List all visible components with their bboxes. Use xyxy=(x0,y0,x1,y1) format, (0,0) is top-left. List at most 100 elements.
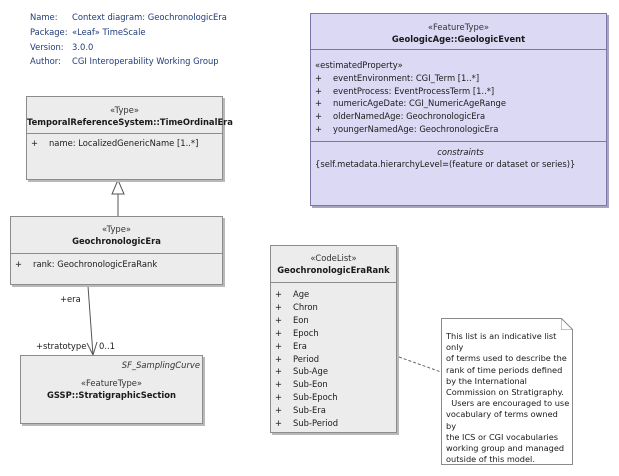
note-line: working group and managed xyxy=(446,443,565,454)
role-label-era: +era xyxy=(60,294,81,304)
class-name: GeologicAge::GeologicEvent xyxy=(391,34,526,44)
visibility-marker: + xyxy=(275,301,283,312)
literal-text: Sub-Age xyxy=(293,366,328,377)
note-line: of terms used to describe the xyxy=(446,353,567,364)
attribute-row[interactable]: + numericAgeDate: CGI_NumericAgeRange xyxy=(315,97,606,110)
visibility-marker: + xyxy=(15,259,23,269)
meta-value: «Leaf» TimeScale xyxy=(72,26,146,37)
note-line: the ICS or CGI vocabularies xyxy=(446,431,559,442)
class-time-ordinal-era[interactable]: «Type» TemporalReferenceSystem::TimeOrdi… xyxy=(26,96,233,180)
visibility-marker: + xyxy=(275,405,283,416)
multiplicity-label: 0..1 xyxy=(99,341,115,351)
meta-value: 3.0.0 xyxy=(72,41,94,52)
parent-class-label: SF_SamplingCurve xyxy=(121,360,200,370)
visibility-marker: + xyxy=(275,353,283,364)
literal-text: Chron xyxy=(293,301,318,312)
literal-text: Era xyxy=(293,340,307,351)
attribute-row[interactable]: + eventProcess: EventProcessTerm [1..*] xyxy=(315,85,606,98)
class-header: «CodeList» GeochronologicEraRank xyxy=(271,246,396,283)
visibility-marker: + xyxy=(275,392,283,403)
visibility-marker: + xyxy=(315,111,323,122)
attribute-text: name: LocalizedGenericName [1..*] xyxy=(49,138,199,148)
attribute-text: rank: GeochronologicEraRank xyxy=(33,259,158,269)
attribute-text: olderNamedAge: GeochronologicEra xyxy=(333,111,486,122)
literal-row[interactable]: + Chron xyxy=(275,301,396,314)
class-stereotype: «Type» xyxy=(101,224,132,234)
literal-row[interactable]: + Sub-Eon xyxy=(275,378,396,391)
visibility-marker: + xyxy=(275,340,283,351)
role-label-stratotype: +stratotype xyxy=(36,341,87,351)
meta-value: CGI Interoperability Working Group xyxy=(72,56,219,67)
literal-text: Sub-Eon xyxy=(293,379,328,390)
class-gssp-stratigraphic-section[interactable]: SF_SamplingCurve «FeatureType» GSSP::Str… xyxy=(20,355,203,424)
meta-row-name: Name:Context diagram: GeochronologicEra xyxy=(30,10,227,25)
visibility-marker: + xyxy=(275,366,283,377)
class-name: TemporalReferenceSystem::TimeOrdinalEra xyxy=(27,117,233,127)
class-stereotype: «Type» xyxy=(109,105,140,115)
attribute-text: eventProcess: EventProcessTerm [1..*] xyxy=(333,85,495,96)
attribute-compartment: «estimatedProperty» +eventEnvironment: C… xyxy=(311,50,606,142)
literal-text: Sub-Epoch xyxy=(293,392,338,403)
meta-key: Author: xyxy=(30,56,61,67)
attribute-row[interactable]: + rank: GeochronologicEraRank xyxy=(15,259,222,269)
class-name: GSSP::StratigraphicSection xyxy=(47,390,176,400)
note-indicative-list[interactable]: This list is an indicative list only of … xyxy=(441,318,573,465)
literal-row[interactable]: + Era xyxy=(275,340,396,353)
class-header: «FeatureType» GSSP::StratigraphicSection xyxy=(21,378,202,400)
attribute-compartment: +name: LocalizedGenericName [1..*] xyxy=(27,134,222,148)
literal-row[interactable]: + Sub-Age xyxy=(275,365,396,378)
attribute-row[interactable]: +youngerNamedAge: GeochronologicEra xyxy=(315,123,606,136)
constraints-title: constraints xyxy=(437,147,484,157)
literal-text: Sub-Period xyxy=(293,418,339,429)
attribute-text: numericAgeDate: CGI_NumericAgeRange xyxy=(333,98,506,109)
note-fold-icon xyxy=(561,318,573,330)
visibility-marker: + xyxy=(275,327,283,338)
class-name: GeochronologicEraRank xyxy=(277,265,390,275)
literal-row[interactable]: + Sub-Era xyxy=(275,404,396,417)
attribute-row[interactable]: +eventEnvironment: CGI_Term [1..*] xyxy=(315,72,606,85)
class-stereotype: «FeatureType» xyxy=(427,22,490,32)
literal-row[interactable]: + Age xyxy=(275,288,396,301)
literal-text: Period xyxy=(293,353,320,364)
class-geochronologic-era[interactable]: «Type» GeochronologicEra + rank: Geochron… xyxy=(10,216,223,285)
attribute-row[interactable]: + olderNamedAge: GeochronologicEra xyxy=(315,110,606,123)
note-line: rank of time periods defined xyxy=(446,364,563,375)
visibility-marker: + xyxy=(315,85,323,96)
class-header: «FeatureType» GeologicAge::GeologicEvent xyxy=(311,14,606,50)
literal-row[interactable]: + Epoch xyxy=(275,327,396,340)
visibility-marker: + xyxy=(275,379,283,390)
literal-text: Age xyxy=(293,289,310,299)
class-name: GeochronologicEra xyxy=(72,236,161,246)
note-line: Users are encouraged to use xyxy=(446,398,570,409)
diagram-metadata: Name:Context diagram: GeochronologicEra … xyxy=(30,10,227,69)
visibility-marker: + xyxy=(275,289,283,299)
literal-row[interactable]: + Sub-Period xyxy=(275,417,396,430)
section-stereotype: «estimatedProperty» xyxy=(315,60,403,70)
association-line xyxy=(87,285,94,356)
meta-row-package: Package:«Leaf» TimeScale xyxy=(30,25,227,40)
literal-text: Eon xyxy=(293,314,309,325)
visibility-marker: + xyxy=(315,98,323,109)
literal-compartment: + Age + Chron + Eon + Epoch + Era + Period + Su… xyxy=(271,283,396,430)
attribute-row[interactable]: +name: LocalizedGenericName [1..*] xyxy=(31,138,222,148)
visibility-marker: + xyxy=(275,314,283,325)
meta-row-author: Author: CGI Interoperability Working Grou… xyxy=(30,54,227,69)
class-header: «Type» TemporalReferenceSystem::TimeOrdi… xyxy=(27,97,233,134)
literal-row[interactable]: + Period xyxy=(275,353,396,366)
constraint-compartment: constraints {self.metadata.hierarchyLeve… xyxy=(311,142,606,170)
literal-row[interactable]: + Eon xyxy=(275,314,396,327)
meta-key: Version: xyxy=(30,41,64,52)
attribute-text: youngerNamedAge: GeochronologicEra xyxy=(333,123,499,134)
class-geochronologic-era-rank[interactable]: «CodeList» GeochronologicEraRank + Age + C… xyxy=(270,245,397,433)
literal-text: Sub-Era xyxy=(293,405,326,416)
attribute-compartment: + rank: GeochronologicEraRank xyxy=(11,254,222,269)
class-geologic-event[interactable]: «FeatureType» GeologicAge::GeologicEvent… xyxy=(310,13,607,206)
class-stereotype: «FeatureType» xyxy=(80,378,143,388)
literal-row[interactable]: + Sub-Epoch xyxy=(275,391,396,404)
note-line: vocabulary of terms owned by xyxy=(446,409,558,431)
visibility-marker: + xyxy=(275,418,283,429)
literal-text: Epoch xyxy=(293,327,319,338)
note-line: Commission on Stratigraphy. xyxy=(446,387,564,398)
visibility-marker: + xyxy=(315,72,323,83)
note-line: This list is an indicative list only xyxy=(446,331,557,353)
